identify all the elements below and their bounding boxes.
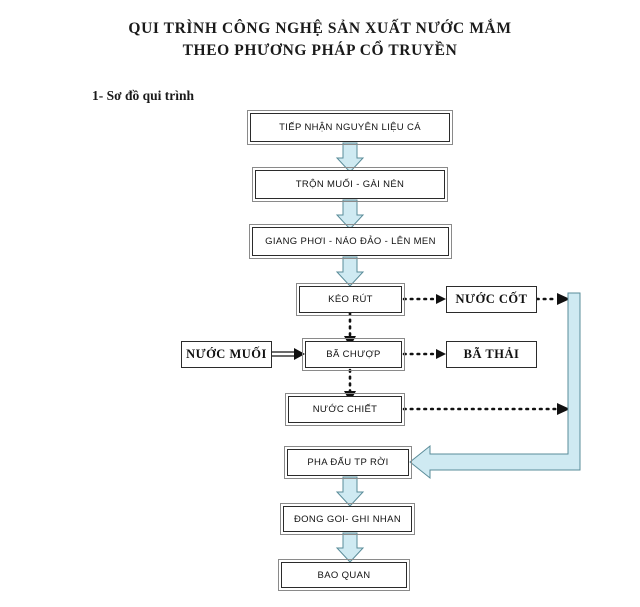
node-label: BAO QUAN: [317, 569, 371, 581]
node-tiep-nhan-nguyen-lieu-ca[interactable]: TIẾP NHẬN NGUYÊN LIỆU CÁ: [247, 110, 453, 145]
arrowhead-bathai-in: [436, 349, 446, 359]
arrowhead-bachuop-left: [294, 348, 305, 360]
arrowhead-riser-top: [557, 293, 570, 305]
node-keo-rut[interactable]: KÉO RÚT: [296, 283, 405, 316]
node-label: ĐONG GOI- GHI NHAN: [293, 513, 402, 525]
node-label: TIẾP NHẬN NGUYÊN LIỆU CÁ: [279, 122, 421, 133]
node-nuoc-chiet[interactable]: NƯỚC CHIẾT: [285, 393, 405, 426]
arrowhead-nuoccot-in: [436, 294, 446, 304]
block-arrow-down-2: [335, 199, 365, 230]
node-label: BÃ THẢI: [463, 347, 520, 361]
node-ba-thai[interactable]: BÃ THẢI: [446, 341, 537, 368]
node-label: NƯỚC MUỐI: [186, 347, 267, 361]
node-tron-muoi-gai-nen[interactable]: TRỘN MUỐI - GÀI NÉN: [252, 167, 448, 202]
node-label: GIANG PHƠI - NÁO ĐẢO - LÊN MEN: [265, 236, 436, 247]
node-label: TRỘN MUỐI - GÀI NÉN: [295, 179, 405, 190]
node-nuoc-muoi[interactable]: NƯỚC MUỐI: [181, 341, 272, 368]
node-bao-quan[interactable]: BAO QUAN: [278, 559, 410, 591]
arrowhead-riser-mid: [557, 403, 570, 415]
node-giang-phoi-nao-dao-len-men[interactable]: GIANG PHƠI - NÁO ĐẢO - LÊN MEN: [249, 224, 452, 259]
node-label: NƯỚC CHIẾT: [312, 404, 378, 415]
document-title-block: QUI TRÌNH CÔNG NGHỆ SẢN XUẤT NƯỚC MẮM TH…: [0, 18, 640, 62]
node-nuoc-cot[interactable]: NƯỚC CỐT: [446, 286, 537, 313]
node-label: NƯỚC CỐT: [455, 292, 528, 306]
node-pha-dau-tp-roi[interactable]: PHA ĐẤU TP RỜI: [284, 446, 412, 479]
node-label: BÃ CHƯỢP: [326, 349, 381, 360]
node-dong-goi-ghi-nhan[interactable]: ĐONG GOI- GHI NHAN: [280, 503, 415, 535]
title-line-1: QUI TRÌNH CÔNG NGHỆ SẢN XUẤT NƯỚC MẮM: [128, 20, 512, 37]
node-label: KÉO RÚT: [328, 294, 373, 305]
node-ba-chuop[interactable]: BÃ CHƯỢP: [302, 338, 405, 371]
section-heading: 1- Sơ đồ qui trình: [92, 88, 195, 103]
title-line-2: THEO PHƯƠNG PHÁP CỔ TRUYỀN: [182, 42, 458, 59]
block-arrow-riser-to-phadau: [409, 292, 581, 480]
block-arrow-down-1: [335, 142, 365, 173]
node-label: PHA ĐẤU TP RỜI: [307, 457, 389, 468]
block-arrow-down-4: [335, 476, 365, 507]
block-arrow-down-3: [335, 256, 365, 287]
block-arrow-down-5: [335, 532, 365, 563]
